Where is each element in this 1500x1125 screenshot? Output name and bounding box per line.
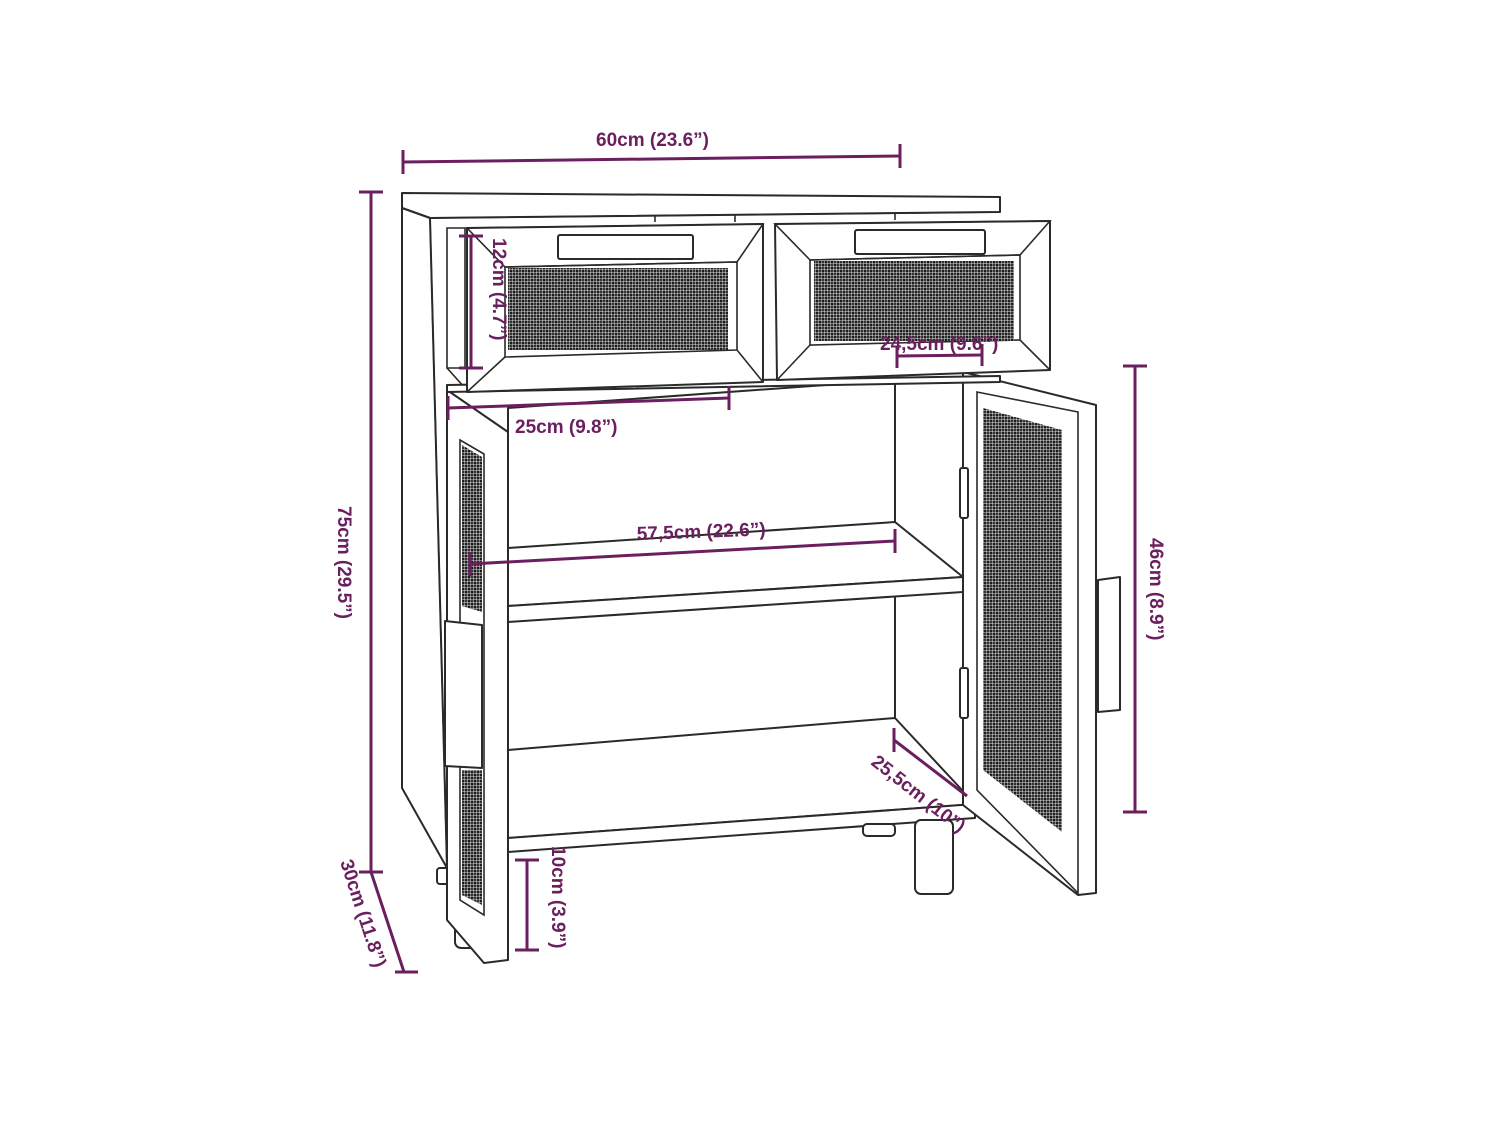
inner-width-label: 57,5cm (22.6”) (636, 520, 766, 545)
lower-hinge (959, 667, 969, 719)
door-height-label: 46cm (8.9”) (1145, 538, 1166, 640)
left-door-mesh (462, 445, 482, 612)
leg-front-right (914, 819, 954, 895)
leg-height-label: 10cm (3.9”) (547, 846, 568, 948)
right-drawer (773, 220, 1052, 381)
cabinet-left-side (401, 207, 448, 869)
drawer-height-label: 12cm (4.7”) (488, 238, 509, 340)
leg-rear-right (862, 823, 896, 837)
drawer-depth-label: 25cm (9.8”) (515, 417, 617, 438)
total-width-label: 60cm (23.6”) (596, 130, 709, 151)
right-drawer-mesh (814, 261, 1014, 341)
upper-hinge (959, 467, 969, 519)
total-height-label: 75cm (29.5”) (333, 506, 354, 619)
left-drawer-mesh (508, 268, 728, 350)
drawer-width-label: 24,5cm (9.6”) (880, 334, 998, 355)
left-drawer (465, 223, 765, 393)
left-door-handle (444, 620, 483, 769)
cabinet-drawing (401, 192, 1121, 964)
right-door-mesh (983, 408, 1062, 832)
cabinet-top (401, 192, 1001, 219)
dimension-lines (359, 144, 1147, 974)
right-drawer-handle (854, 229, 986, 255)
depth-label: 30cm (11.8”) (335, 857, 390, 970)
right-door-handle (1097, 576, 1121, 713)
left-drawer-handle (557, 234, 694, 260)
